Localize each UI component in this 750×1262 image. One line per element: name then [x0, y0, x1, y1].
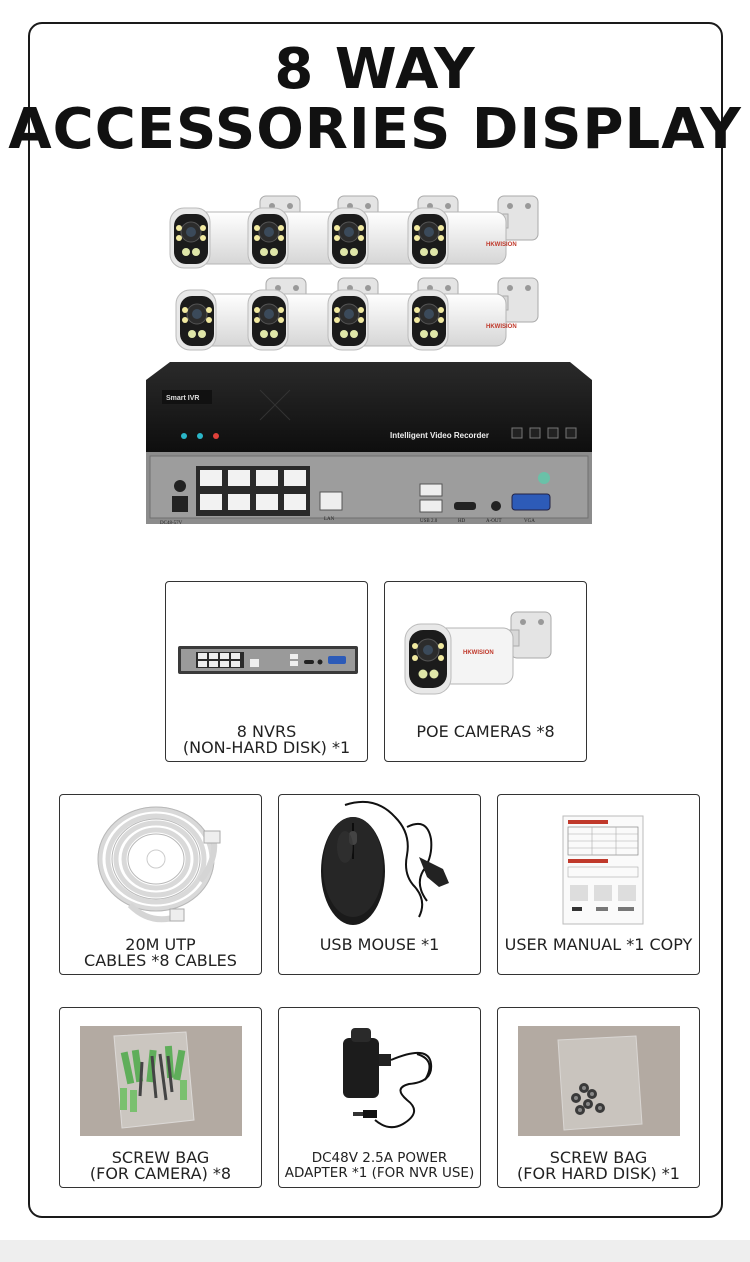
item-caption-line1: 8 NVRS [236, 722, 297, 741]
item-caption-line2: ADAPTER *1 (FOR NVR USE) [284, 1165, 475, 1181]
camera-brand-label-3: HKWISION [463, 650, 494, 656]
item-caption-line2: (NON-HARD DISK) *1 [182, 738, 351, 757]
manual-icon [562, 815, 644, 925]
item-caption-line1: SCREW BAG [111, 1148, 210, 1167]
rear-label-aout: A-OUT [486, 519, 502, 524]
item-card-usb-mouse: USB MOUSE *1 [278, 794, 481, 975]
item-card-power-adapter: DC48V 2.5A POWER ADAPTER *1 (FOR NVR USE… [278, 1007, 481, 1188]
rear-label-vga: VGA [524, 519, 535, 524]
mouse-icon [321, 801, 449, 925]
item-caption-line2: (FOR HARD DISK) *1 [517, 1164, 680, 1183]
item-caption-line1: USER MANUAL *1 COPY [504, 935, 693, 954]
item-caption-line1: POE CAMERAS *8 [416, 722, 555, 741]
item-card-screw-bag-camera: SCREW BAG (FOR CAMERA) *8 [59, 1007, 262, 1188]
camera-icon: HKWISION [404, 611, 552, 695]
item-caption-line2: (FOR CAMERA) *8 [89, 1164, 232, 1183]
bottom-strip [0, 1240, 750, 1262]
item-card-screw-bag-hard-disk: SCREW BAG (FOR HARD DISK) *1 [497, 1007, 700, 1188]
cable-coil-icon [97, 806, 221, 923]
page-title-line1: 8 WAY [274, 37, 476, 102]
camera-brand-label: HKWISION [486, 242, 517, 248]
item-caption-line1: SCREW BAG [549, 1148, 648, 1167]
item-caption-line1: DC48V 2.5A POWER [311, 1150, 448, 1166]
item-card-utp-cables: 20M UTP CABLES *8 CABLES [59, 794, 262, 975]
item-card-poe-cameras: HKWISION POE CAMERAS *8 [384, 581, 587, 762]
nvr-recorder-label: Intelligent Video Recorder [390, 431, 489, 440]
page-title-line2: ACCESSORIES DISPLAY [8, 97, 742, 162]
nvr-badge: Smart IVR [166, 395, 199, 402]
item-card-nvr: 8 NVRS (NON-HARD DISK) *1 [165, 581, 368, 762]
rear-label-hd: HD [458, 519, 466, 524]
screw-bag-icon [518, 1026, 680, 1136]
item-caption-line1: 20M UTP [125, 935, 196, 954]
power-adapter-icon [343, 1028, 433, 1129]
hero-product-image: HKWISION HKWISION Smart IVR Intelligent … [146, 195, 592, 526]
screw-bag-icon [80, 1026, 242, 1136]
item-card-user-manual: USER MANUAL *1 COPY [497, 794, 700, 975]
item-caption-line1: USB MOUSE *1 [319, 935, 440, 954]
rear-label-usb: USB 2.0 [420, 519, 438, 524]
item-caption-line2: CABLES *8 CABLES [84, 951, 237, 970]
rear-label-lan: LAN [324, 517, 335, 522]
nvr-icon [178, 646, 358, 674]
camera-brand-label-2: HKWISION [486, 324, 517, 330]
rear-label-dc: DC48-57V [160, 521, 183, 526]
